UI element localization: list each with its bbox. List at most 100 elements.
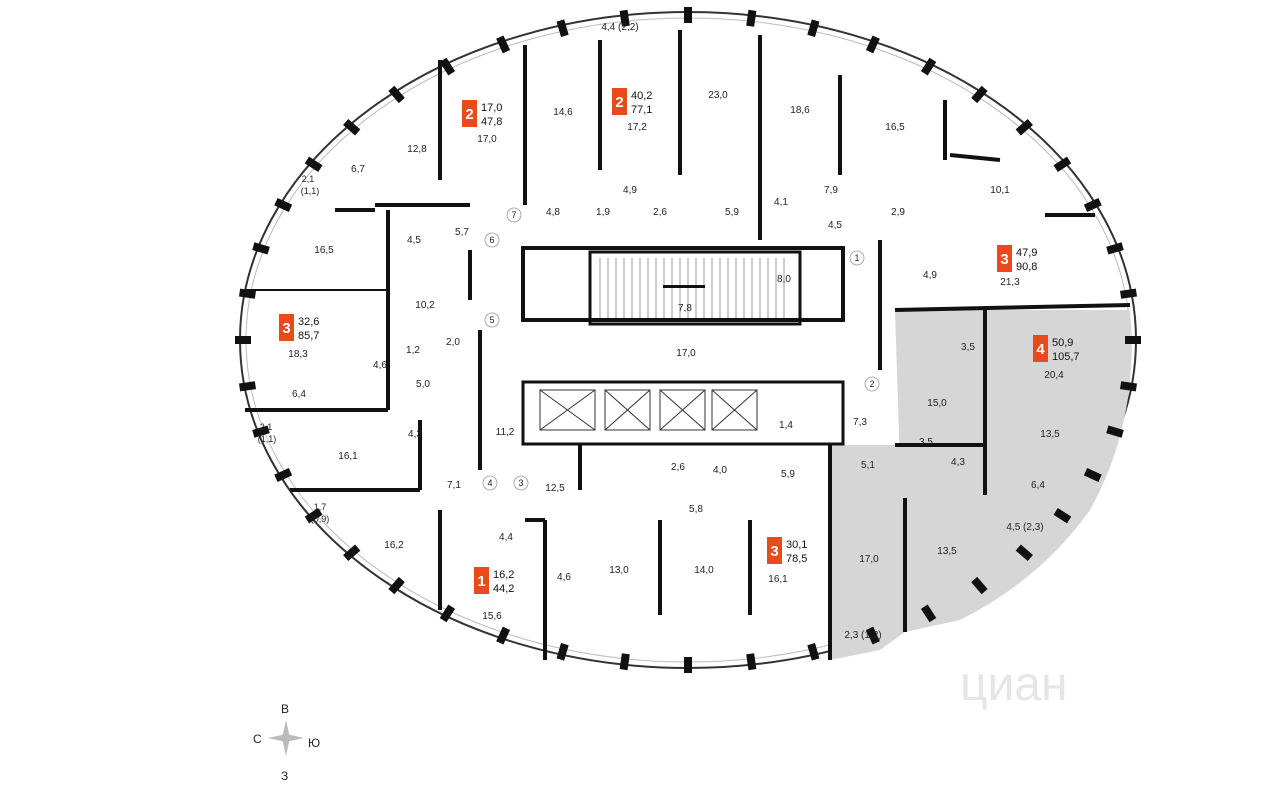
- room-area-label: 6,4: [292, 389, 306, 400]
- watermark-text: циан: [960, 658, 1068, 711]
- facade-column: [439, 57, 456, 76]
- facade-column: [746, 9, 757, 27]
- facade-column: [1053, 156, 1072, 172]
- room-count: 4: [1036, 341, 1045, 358]
- door-number-label: 2: [869, 379, 874, 389]
- room-area-label: 2,6: [653, 207, 667, 218]
- living-area: 30,1: [786, 539, 807, 551]
- room-area-label: 1,2: [406, 345, 420, 356]
- room-area-label: 16,1: [768, 574, 788, 585]
- room-area-label: 15,6: [482, 611, 502, 622]
- compass-north: В: [281, 702, 289, 716]
- room-area-label: 4,4 (2,2): [601, 22, 638, 33]
- room-area-label: 2,1: [260, 422, 273, 432]
- total-area: 105,7: [1052, 351, 1080, 363]
- facade-column: [1015, 544, 1033, 562]
- room-area-label: 16,2: [384, 540, 404, 551]
- highlighted-apartment[interactable]: [830, 310, 1132, 660]
- facade-column: [684, 657, 692, 673]
- room-area-label: 4,9: [623, 185, 637, 196]
- living-area: 17,0: [481, 102, 502, 114]
- apartment-badge[interactable]: 3 30,1 78,5: [767, 537, 807, 565]
- facade-column: [865, 626, 880, 645]
- room-count-badge: [1033, 335, 1048, 362]
- compass-south: З: [281, 769, 288, 783]
- facade-column: [807, 19, 820, 38]
- room-area-label: 4,0: [713, 465, 727, 476]
- room-count: 3: [770, 543, 778, 560]
- facade-column: [971, 85, 988, 104]
- room-area-label: 5,8: [689, 504, 703, 515]
- door-number-label: 1: [854, 253, 859, 263]
- room-area-label: 1,4: [779, 420, 793, 431]
- room-area-label: 10,1: [990, 185, 1010, 196]
- room-count-badge: [279, 314, 294, 341]
- facade-column: [439, 604, 456, 623]
- living-area: 16,2: [493, 569, 514, 581]
- room-area-label: 3,5: [961, 342, 975, 353]
- facade-column: [746, 653, 757, 671]
- room-area-label: 4,5: [828, 220, 842, 231]
- room-count: 3: [282, 320, 290, 337]
- room-area-label: 17,0: [676, 348, 696, 359]
- door-number-label: 6: [489, 235, 494, 245]
- room-area-label: (0,9): [311, 514, 330, 524]
- room-count-badge: [612, 88, 627, 115]
- total-area: 44,2: [493, 583, 514, 595]
- room-count: 2: [465, 106, 473, 123]
- facade-column: [1125, 336, 1141, 344]
- total-area: 78,5: [786, 553, 807, 565]
- total-area: 47,8: [481, 116, 502, 128]
- apartment-badge[interactable]: 2 17,0 47,8: [462, 100, 502, 128]
- living-area: 47,9: [1016, 247, 1037, 259]
- door-number-label: 5: [489, 315, 494, 325]
- facade-column: [252, 242, 270, 255]
- elevators: [539, 389, 758, 431]
- room-area-label: 12,5: [545, 483, 565, 494]
- door-number-marker: [484, 312, 500, 328]
- facade-column: [1083, 198, 1102, 212]
- room-area-label: 15,0: [927, 398, 947, 409]
- total-area: 90,8: [1016, 261, 1037, 273]
- total-area: 85,7: [298, 330, 319, 342]
- room-area-label: 11,2: [496, 427, 515, 438]
- room-area-label: 14,0: [694, 565, 714, 576]
- facade-column: [1053, 508, 1072, 524]
- room-area-label: 2,9: [891, 207, 905, 218]
- room-count-badge: [997, 245, 1012, 272]
- room-area-label: 4,6: [557, 572, 571, 583]
- room-labels: 4,4 (2,2)23,018,616,514,617,212,817,06,7…: [258, 22, 1064, 641]
- door-number-marker: [513, 475, 529, 491]
- facade-column: [496, 35, 511, 54]
- facade-column: [388, 85, 405, 104]
- facade-column: [1120, 381, 1137, 392]
- facade-column: [556, 19, 569, 38]
- room-area-label: 13,0: [609, 565, 629, 576]
- door-number-marker: [484, 232, 500, 248]
- room-area-label: 4,3: [408, 429, 422, 440]
- room-area-label: 5,1: [861, 460, 875, 471]
- stair-landing: [663, 285, 705, 288]
- facade-column: [252, 425, 270, 438]
- facade-column: [239, 381, 256, 392]
- room-area-label: 14,6: [553, 107, 573, 118]
- facade-column: [239, 288, 256, 299]
- facade-column: [920, 57, 937, 76]
- room-area-label: 21,3: [1000, 277, 1020, 288]
- facade-column: [1120, 288, 1137, 299]
- facade-column: [807, 642, 820, 661]
- living-area: 40,2: [631, 90, 652, 102]
- room-area-label: 3,5: [919, 437, 933, 448]
- compass: В С Ю З: [253, 702, 320, 783]
- room-count-badge: [462, 100, 477, 127]
- facade-column: [343, 544, 361, 562]
- facade-column: [304, 508, 323, 524]
- room-area-label: 4,3: [951, 457, 965, 468]
- room-count-badge: [767, 537, 782, 564]
- door-number-label: 3: [518, 478, 523, 488]
